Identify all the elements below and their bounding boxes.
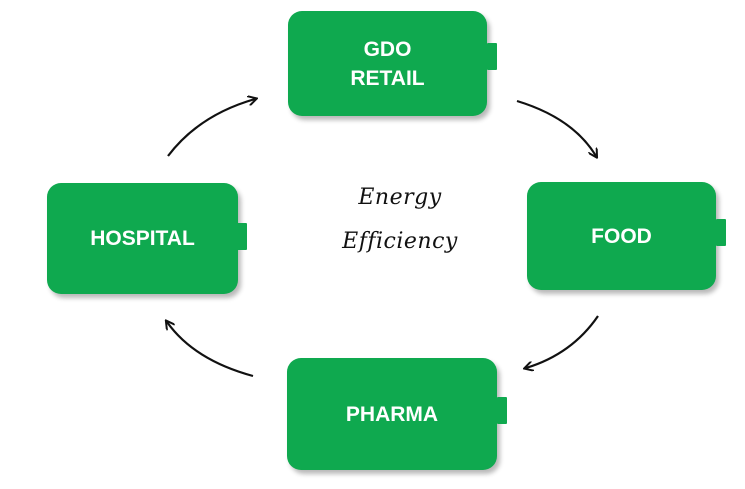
arrow-food-to-pharma — [526, 315, 599, 368]
battery-terminal — [497, 397, 507, 424]
center-title-line1: Energy — [358, 185, 442, 210]
node-hospital-label: HOSPITAL — [90, 227, 195, 250]
arrow-gdo-to-food — [516, 99, 596, 156]
arrow-hospital-to-gdo — [167, 99, 255, 157]
arrow-pharma-to-hospital — [167, 322, 254, 378]
node-food: FOOD — [527, 182, 726, 290]
center-title-line2: Efficiency — [342, 229, 458, 254]
node-hospital: HOSPITAL — [47, 183, 247, 294]
center-title: Energy Efficiency — [310, 176, 490, 264]
node-food-label: FOOD — [591, 224, 652, 248]
node-gdo-retail-label: GDO RETAIL — [350, 37, 425, 90]
battery-terminal — [487, 43, 497, 70]
battery-terminal — [716, 219, 726, 246]
battery-terminal — [237, 223, 247, 250]
node-pharma-label: PHARMA — [345, 402, 439, 426]
node-gdo-retail: GDO RETAIL — [288, 11, 497, 116]
node-pharma: PHARMA — [287, 358, 507, 470]
